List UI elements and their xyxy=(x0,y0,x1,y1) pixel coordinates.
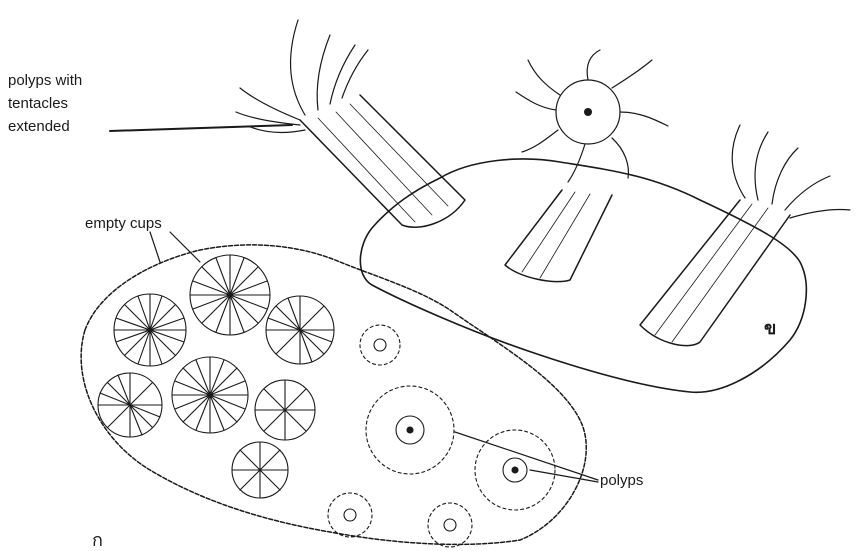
label-extended: extended xyxy=(8,118,70,135)
label-empty-cups: empty cups xyxy=(85,215,162,232)
polyp-left-tentacles xyxy=(236,20,368,133)
panel-b-illustration xyxy=(236,20,850,392)
label-tentacles: tentacles xyxy=(8,95,68,112)
label-polyps: polyps xyxy=(600,472,643,489)
panel-b-label: ข xyxy=(764,318,776,338)
leader-empty-cups xyxy=(150,232,200,262)
coral-base-outline xyxy=(360,159,806,392)
label-polyps-with: polyps with xyxy=(8,72,82,89)
polyp-right-tentacles xyxy=(732,125,850,218)
panel-a-label: ก xyxy=(92,530,103,550)
polyp-middle-tentacles xyxy=(516,50,668,182)
polyp-left xyxy=(236,20,465,227)
empty-cups xyxy=(98,255,334,498)
polyp-right xyxy=(640,125,850,346)
panel-a-illustration xyxy=(81,245,586,547)
leader-polyps-extended xyxy=(110,125,292,131)
